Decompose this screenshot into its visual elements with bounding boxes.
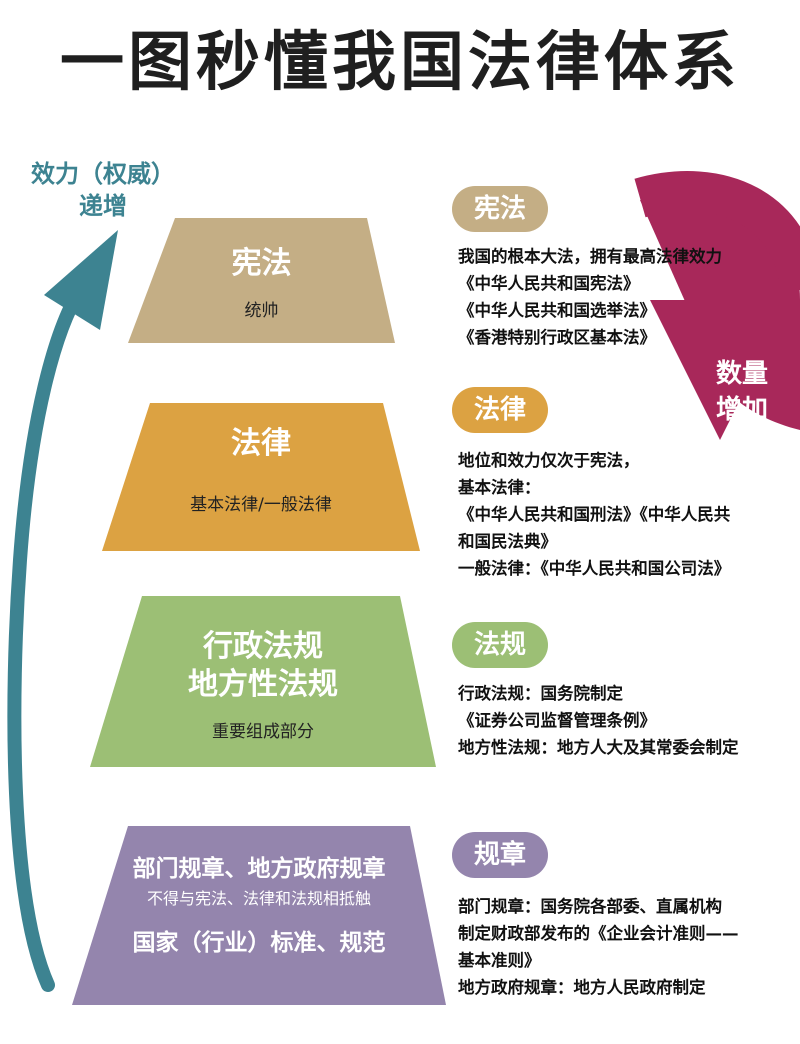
tier-law: 法律 基本法律/一般法律	[102, 425, 420, 517]
desc-regulation-line: 行政法规：国务院制定	[458, 684, 623, 703]
desc-constitution-line: 我国的根本大法，拥有最高法律效力	[458, 247, 722, 266]
tier-regulation-title-1: 行政法规	[203, 629, 323, 664]
desc-rule-line: 基本准则》	[458, 951, 541, 970]
tier-law-title: 法律	[231, 426, 291, 461]
tier-rule-shape	[72, 826, 446, 1005]
tier-constitution: 宪法 统帅	[128, 245, 395, 323]
desc-law-line: 基本法律：	[458, 478, 541, 497]
desc-constitution: 我国的根本大法，拥有最高法律效力 《中华人民共和国宪法》 《中华人民共和国选举法…	[458, 243, 788, 351]
desc-constitution-line: 《中华人民共和国宪法》	[458, 274, 640, 293]
tier-constitution-subtitle: 统帅	[244, 301, 279, 321]
tier-regulation-shape	[90, 596, 436, 767]
quantity-label-line2: 增加	[715, 395, 768, 425]
tier-regulation-subtitle: 重要组成部分	[212, 722, 314, 742]
desc-law-line: 地位和效力仅次于宪法，	[458, 451, 640, 470]
tier-constitution-title: 宪法	[231, 246, 292, 281]
tag-law: 法律	[452, 387, 548, 433]
left-arrow-body	[7, 283, 87, 992]
effectiveness-label-line2: 递增	[79, 192, 127, 220]
tier-rule: 部门规章、地方政府规章 不得与宪法、法律和法规相抵触 国家（行业）标准、规范	[72, 852, 446, 960]
desc-constitution-line: 《香港特别行政区基本法》	[458, 328, 656, 347]
tier-rule-title-2: 国家（行业）标准、规范	[132, 930, 386, 956]
desc-law-line: 和国民法典》	[458, 532, 557, 551]
page-title: 一图秒懂我国法律体系	[60, 26, 740, 100]
tier-regulation-title-2: 地方性法规	[188, 667, 338, 702]
tier-regulation: 行政法规 地方性法规 重要组成部分	[90, 628, 436, 744]
quantity-label-line1: 数量	[715, 359, 768, 389]
tag-rule: 规章	[452, 832, 548, 878]
desc-constitution-line: 《中华人民共和国选举法》	[458, 301, 656, 320]
desc-rule-line: 部门规章：国务院各部委、直属机构	[458, 897, 722, 916]
desc-law: 地位和效力仅次于宪法， 基本法律： 《中华人民共和国刑法》《中华人民共 和国民法…	[458, 447, 788, 582]
desc-regulation-line: 地方性法规：地方人大及其常委会制定	[458, 738, 739, 757]
desc-rule-line: 制定财政部发布的《企业会计准则——	[458, 924, 739, 943]
desc-rule: 部门规章：国务院各部委、直属机构 制定财政部发布的《企业会计准则—— 基本准则》…	[458, 893, 788, 1001]
tier-rule-title-1: 部门规章、地方政府规章	[132, 856, 386, 882]
tier-rule-subtitle: 不得与宪法、法律和法规相抵触	[146, 889, 371, 908]
tag-regulation: 法规	[452, 622, 548, 668]
effectiveness-label: 效力（权威） 递增	[8, 158, 198, 222]
desc-regulation: 行政法规：国务院制定 《证券公司监督管理条例》 地方性法规：地方人大及其常委会制…	[458, 680, 788, 761]
tier-constitution-shape	[128, 218, 395, 343]
desc-regulation-line: 《证券公司监督管理条例》	[458, 711, 656, 730]
right-arrow-head	[650, 300, 790, 440]
tier-law-shape	[102, 403, 420, 551]
desc-law-line: 一般法律：《中华人民共和国公司法》	[458, 559, 731, 578]
tag-constitution: 宪法	[452, 186, 548, 232]
quantity-label: 数量 增加	[692, 356, 792, 428]
desc-law-line: 《中华人民共和国刑法》《中华人民共	[458, 505, 731, 524]
tier-law-subtitle: 基本法律/一般法律	[190, 495, 332, 515]
right-arrow-curve	[634, 171, 800, 293]
desc-rule-line: 地方政府规章：地方人民政府制定	[458, 978, 706, 997]
effectiveness-label-line1: 效力（权威）	[31, 160, 175, 188]
left-arrow-head	[44, 230, 118, 330]
